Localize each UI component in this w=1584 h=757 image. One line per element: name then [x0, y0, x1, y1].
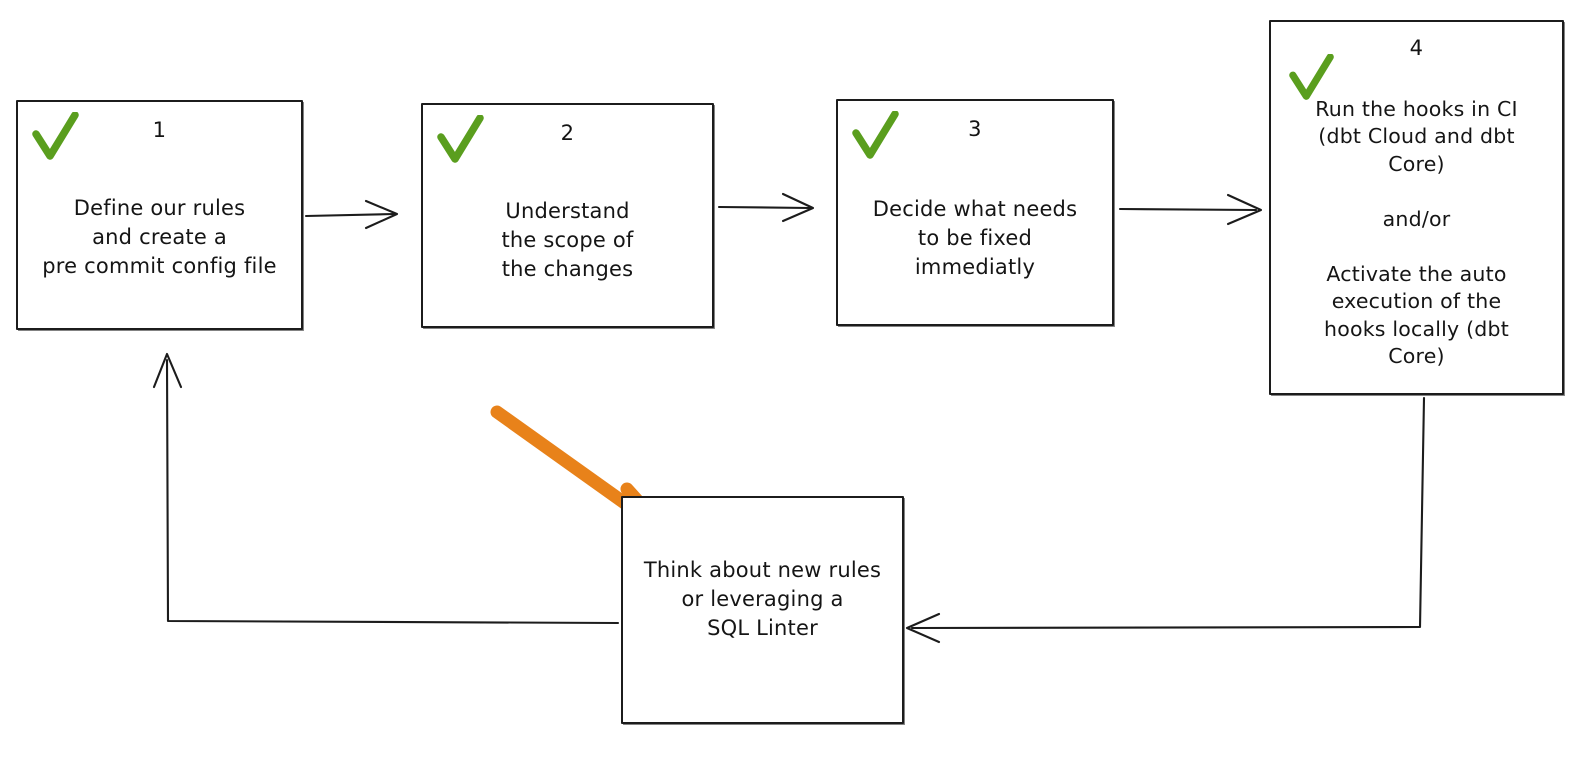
step-number: 3	[968, 117, 982, 141]
feedback-text: Think about new rules or leveraging a SQ…	[643, 558, 882, 640]
step-number: 4	[1409, 36, 1424, 60]
check-mark-icon	[437, 115, 484, 163]
step-node-4[interactable]: 4 Run the hooks in CI (dbt Cloud and dbt…	[1269, 20, 1564, 395]
step-text: Run the hooks in CI (dbt Cloud and dbt C…	[1315, 97, 1518, 369]
step-number: 2	[560, 121, 575, 145]
step-text: Define our rules and create a pre commit…	[42, 196, 277, 278]
feedback-node[interactable]: Think about new rules or leveraging a SQ…	[621, 496, 904, 724]
step-node-2[interactable]: 2 Understand the scope of the changes	[421, 103, 714, 328]
step-node-3[interactable]: 3 Decide what needs to be fixed immediat…	[836, 99, 1114, 326]
edge-node1-to-node2	[304, 199, 399, 230]
edge-node3-to-node4	[1118, 193, 1263, 226]
step-node-1[interactable]: 1 Define our rules and create a pre comm…	[16, 100, 303, 330]
step-text: Decide what needs to be fixed immediatly	[872, 197, 1078, 279]
edge-node5-to-node1	[152, 352, 620, 625]
check-mark-icon	[1289, 54, 1334, 100]
check-mark-icon	[32, 112, 79, 160]
step-number: 1	[152, 118, 167, 142]
step-text: Understand the scope of the changes	[501, 199, 634, 281]
edge-node4-to-node5	[905, 396, 1426, 644]
edge-node2-to-node3	[717, 192, 815, 223]
check-mark-icon	[852, 111, 899, 159]
